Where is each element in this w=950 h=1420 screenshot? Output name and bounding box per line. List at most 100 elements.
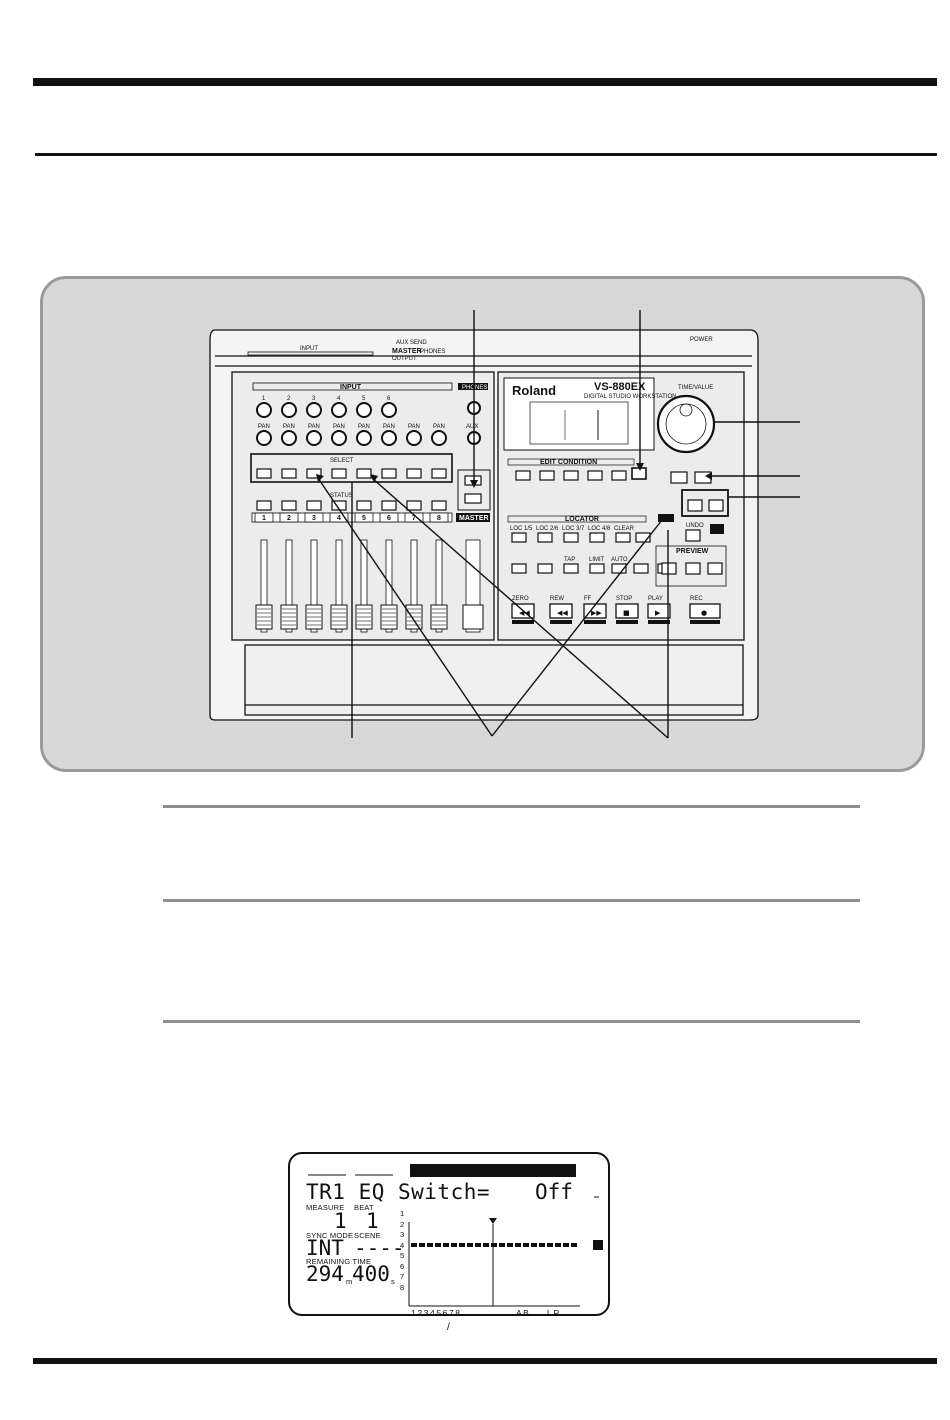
lower-button-3[interactable] bbox=[563, 563, 579, 574]
pan-knob-4[interactable] bbox=[331, 430, 347, 446]
locator-label-4: LOC 4/8 bbox=[588, 526, 611, 532]
input-number-1: 1 bbox=[262, 396, 266, 402]
transport-button-rew[interactable] bbox=[549, 603, 573, 619]
master-fader-cap[interactable] bbox=[462, 604, 484, 630]
locator-button-4[interactable] bbox=[589, 532, 605, 543]
lcd-slash: / bbox=[447, 1322, 450, 1333]
device-illustration: INPUT AUX SEND MASTER OUTPUT PHONES POWE… bbox=[209, 310, 800, 739]
undo-button[interactable] bbox=[685, 529, 701, 542]
edit-condition-label: EDIT CONDITION bbox=[540, 459, 597, 466]
locator-button-3[interactable] bbox=[563, 532, 579, 543]
locator-button-extra[interactable] bbox=[635, 532, 651, 543]
status-button-1[interactable] bbox=[256, 500, 272, 511]
status-button-2[interactable] bbox=[281, 500, 297, 511]
pan-label-8: PAN bbox=[433, 424, 445, 430]
model-subtitle: DIGITAL STUDIO WORKSTATION bbox=[584, 394, 676, 400]
input-number-2: 2 bbox=[287, 396, 291, 402]
pan-knob-7[interactable] bbox=[406, 430, 422, 446]
gain-knob-4[interactable] bbox=[331, 402, 347, 418]
select-button-7[interactable] bbox=[406, 468, 422, 479]
pan-label-4: PAN bbox=[333, 424, 345, 430]
locator-button-1[interactable] bbox=[511, 532, 527, 543]
locator-section: LOCATOR bbox=[507, 515, 647, 523]
time-value-label: TIME/VALUE bbox=[678, 385, 713, 391]
transport-sublabel-1 bbox=[512, 620, 534, 624]
undo-label: UNDO bbox=[686, 523, 704, 529]
gain-knob-2[interactable] bbox=[281, 402, 297, 418]
transport-button-play[interactable] bbox=[647, 603, 671, 619]
transport-button-rec[interactable] bbox=[689, 603, 721, 619]
select-button-6[interactable] bbox=[381, 468, 397, 479]
gain-knob-6[interactable] bbox=[381, 402, 397, 418]
pan-knob-3[interactable] bbox=[306, 430, 322, 446]
status-button-8[interactable] bbox=[431, 500, 447, 511]
select-button-4[interactable] bbox=[331, 468, 347, 479]
edit-condition-button-5[interactable] bbox=[611, 470, 627, 481]
transport-icon-4: ■ bbox=[623, 609, 630, 617]
power-label: POWER bbox=[690, 337, 713, 343]
status-button-5[interactable] bbox=[356, 500, 372, 511]
lcd-row-number-1: 1 bbox=[400, 1209, 405, 1218]
mix-button[interactable] bbox=[710, 524, 724, 534]
tap-label: TAP bbox=[564, 557, 575, 563]
limit-label: LIMIT bbox=[589, 557, 605, 563]
locator-label: LOCATOR bbox=[565, 516, 599, 523]
preview-to-button[interactable] bbox=[661, 562, 677, 575]
gain-knob-1[interactable] bbox=[256, 402, 272, 418]
transport-icon-3: ▶▶ bbox=[591, 609, 602, 617]
no-button[interactable] bbox=[687, 499, 703, 512]
transport-label-6: REC bbox=[690, 596, 703, 602]
shift-button[interactable] bbox=[670, 471, 688, 484]
locator-label-1: LOC 1/5 bbox=[510, 526, 533, 532]
yes-button[interactable] bbox=[708, 499, 724, 512]
lower-button-4[interactable] bbox=[589, 563, 605, 574]
rear-output-label: OUTPUT bbox=[392, 356, 417, 362]
locator-button-5[interactable] bbox=[615, 532, 631, 543]
fader-track-8 bbox=[435, 539, 443, 633]
gain-knob-5[interactable] bbox=[356, 402, 372, 418]
pan-knob-1[interactable] bbox=[256, 430, 272, 446]
pan-knob-6[interactable] bbox=[381, 430, 397, 446]
edit-condition-button-2[interactable] bbox=[539, 470, 555, 481]
status-button-3[interactable] bbox=[306, 500, 322, 511]
lcd-row-number-7: 7 bbox=[400, 1272, 405, 1281]
scene-button[interactable] bbox=[631, 467, 647, 480]
pan-knob-8[interactable] bbox=[431, 430, 447, 446]
pan-knob-5[interactable] bbox=[356, 430, 372, 446]
input-number-5: 5 bbox=[362, 396, 366, 402]
lower-button-2[interactable] bbox=[537, 563, 553, 574]
lower-button-5[interactable] bbox=[611, 563, 627, 574]
lcd-row-number-4: 4 bbox=[400, 1240, 405, 1250]
locator-button-2[interactable] bbox=[537, 532, 553, 543]
edit-condition-button-4[interactable] bbox=[587, 470, 603, 481]
preview-from-button[interactable] bbox=[707, 562, 723, 575]
select-button-1[interactable] bbox=[256, 468, 272, 479]
preview-thru-button[interactable] bbox=[685, 562, 701, 575]
transport-label-1: ZERO bbox=[512, 596, 529, 602]
master-label: MASTER bbox=[459, 515, 489, 522]
pan-label-3: PAN bbox=[308, 424, 320, 430]
transport-button-stop[interactable] bbox=[615, 603, 639, 619]
lcd-track-numbers: 12345678 bbox=[411, 1308, 462, 1318]
lower-button-6[interactable] bbox=[633, 563, 649, 574]
select-button-8[interactable] bbox=[431, 468, 447, 479]
locator-label-3: LOC 3/7 bbox=[562, 526, 585, 532]
status-button-6[interactable] bbox=[381, 500, 397, 511]
lower-button-1[interactable] bbox=[511, 563, 527, 574]
master-button-bottom[interactable] bbox=[464, 493, 482, 504]
edit-condition-button-1[interactable] bbox=[515, 470, 531, 481]
lcd-graphics bbox=[308, 1164, 603, 1307]
transport-sublabel-4 bbox=[616, 620, 638, 624]
status-button-7[interactable] bbox=[406, 500, 422, 511]
transport-icon-6: ● bbox=[701, 609, 707, 617]
gain-knob-3[interactable] bbox=[306, 402, 322, 418]
select-button-3[interactable] bbox=[306, 468, 322, 479]
edit-condition-button-3[interactable] bbox=[563, 470, 579, 481]
select-button-2[interactable] bbox=[281, 468, 297, 479]
fader-track-7 bbox=[410, 539, 418, 633]
pan-knob-2[interactable] bbox=[281, 430, 297, 446]
input-number-6: 6 bbox=[387, 396, 391, 402]
transport-sublabel-5 bbox=[648, 620, 670, 624]
select-button-5[interactable] bbox=[356, 468, 372, 479]
